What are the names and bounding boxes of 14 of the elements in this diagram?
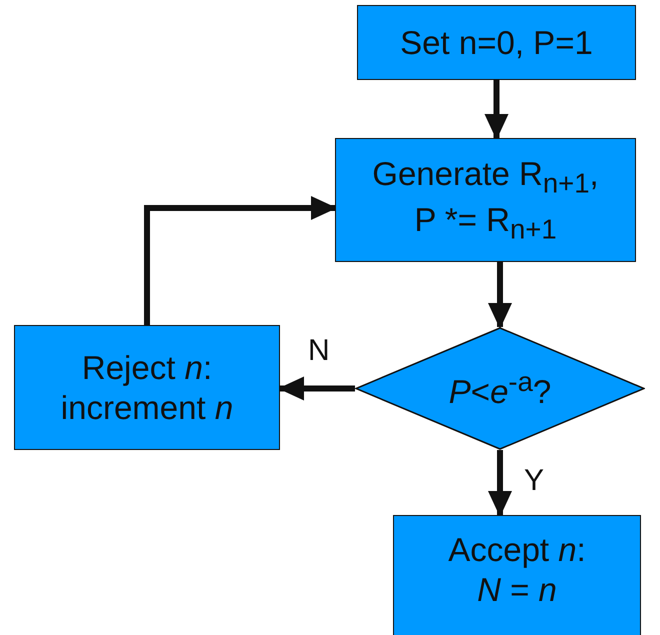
arrow [488,450,512,517]
process-box [335,138,636,262]
node-text: Accept n: N = n [447,530,587,610]
process-box [14,325,280,450]
node-text: Generate R$_{n+1}$, P *= R$_{n+1}$ [371,154,600,246]
node-text: Reject n: increment n [60,348,234,428]
node-text: Set n=0, P=1 [400,22,593,62]
process-box [357,5,636,80]
arrow [488,262,512,329]
arrow [144,196,337,325]
node-text: P<e$^{-a}$? [448,365,552,412]
arrow [278,376,355,400]
process-box [393,515,641,635]
arrow [484,80,508,140]
